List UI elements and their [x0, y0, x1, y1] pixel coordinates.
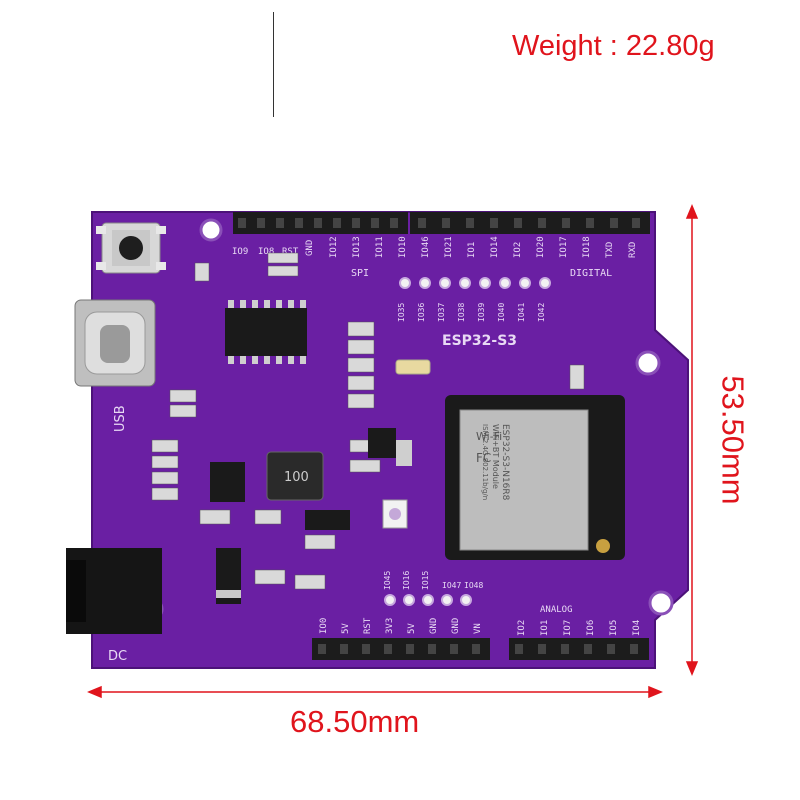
- bottom-pin-label: IO5: [609, 620, 619, 636]
- bottom-pin-label: IO4: [632, 620, 642, 636]
- top-pin-label: IO21: [444, 236, 454, 258]
- bottom-header-left: [312, 638, 490, 660]
- mid-pin-label: IO16: [402, 571, 411, 590]
- spi-pin-label: IO37: [437, 303, 446, 322]
- top-pin-label: GND: [305, 240, 315, 256]
- inductor: 100: [266, 451, 324, 501]
- width-dimension-label: 68.50mm: [290, 704, 420, 739]
- top-pin-label: IO46: [421, 236, 431, 258]
- esp32-module: Wi-Fi FC ESP32-S3-N16R8 WiFi+BT Module I…: [445, 395, 625, 560]
- module-text: WiFi+BT Module: [491, 424, 500, 489]
- dimension-arrows: [87, 204, 699, 699]
- spi-pin-label: IO40: [497, 303, 506, 322]
- top-pin-label: IO14: [490, 236, 500, 258]
- power-ic: [210, 462, 245, 502]
- top-pin-label: IO10: [398, 236, 408, 258]
- spi-pin-label: IO42: [537, 303, 546, 322]
- bottom-header-holes: [318, 644, 638, 654]
- spi-pin-label: IO39: [477, 303, 486, 322]
- mid-pin-label: IO45: [383, 571, 392, 590]
- mid-pin-label: IO15: [421, 571, 430, 590]
- module-text: ISM:2.4G 802.11b/g/n: [481, 424, 489, 500]
- digital-label: DIGITAL: [570, 268, 612, 279]
- dc-barrel-jack: [66, 548, 162, 634]
- top-header-right: [410, 212, 650, 234]
- mid-pin-label: IO47: [442, 581, 461, 590]
- top-header-holes: [238, 218, 640, 228]
- spi-pin-labels: IO35 IO36 IO37 IO38 IO39 IO40 IO41 IO42: [397, 303, 546, 322]
- top-pin-label: IO9: [232, 247, 248, 257]
- dc-label: DC: [108, 649, 127, 664]
- spi-pin-label: IO36: [417, 303, 426, 322]
- bottom-pin-label: IO7: [563, 620, 573, 636]
- voltage-regulator: [368, 428, 412, 466]
- weight-label: Weight : 22.80g: [512, 30, 715, 62]
- top-pin-label: IO20: [536, 236, 546, 258]
- bottom-pin-label: IO2: [517, 620, 527, 636]
- top-pin-labels: IO9 IO8 RST GND IO12 IO13 IO11 IO10 IO46…: [232, 236, 638, 258]
- usb-label: USB: [113, 405, 128, 432]
- top-pin-label: IO18: [582, 236, 592, 258]
- bottom-pin-label: 3V3: [385, 618, 395, 634]
- reset-button: [96, 222, 166, 274]
- top-pin-label: IO13: [352, 236, 362, 258]
- top-pin-label: RST: [282, 247, 299, 257]
- inductor-label: 100: [284, 470, 309, 485]
- bottom-pin-label: IO1: [540, 620, 550, 636]
- spi-pin-label: IO41: [517, 303, 526, 322]
- top-pin-label: IO8: [258, 247, 274, 257]
- module-fc: FC: [476, 451, 491, 465]
- analog-label: ANALOG: [540, 605, 573, 615]
- bottom-pin-label: GND: [451, 618, 461, 634]
- spi-pin-label: IO35: [397, 303, 406, 322]
- bottom-left-pin-labels: IO0 5V RST 3V3 5V GND GND VN: [319, 617, 483, 634]
- bottom-pin-label: IO0: [319, 618, 329, 634]
- top-pin-label: IO17: [559, 236, 569, 258]
- bottom-pin-label: RST: [363, 617, 373, 634]
- crystal: [395, 359, 431, 375]
- mid-pin-label: IO48: [464, 581, 483, 590]
- bottom-pin-label: 5V: [407, 623, 417, 634]
- bottom-pin-label: 5V: [341, 623, 351, 634]
- top-pin-label: TXD: [605, 242, 615, 258]
- spi-label: SPI: [351, 268, 369, 279]
- top-pin-label: IO12: [329, 236, 339, 258]
- bottom-pin-label: IO6: [586, 620, 596, 636]
- mid-pads: [384, 594, 472, 606]
- top-pin-label: RXD: [628, 242, 638, 258]
- module-text: ESP32-S3-N16R8: [500, 424, 510, 501]
- usb-uart-chip: [225, 300, 307, 364]
- rgb-led: [382, 499, 408, 529]
- spi-pads: [399, 277, 551, 289]
- bottom-pin-label: VN: [473, 623, 483, 634]
- usb-c-connector: [74, 299, 156, 387]
- top-pin-label: IO2: [513, 242, 523, 258]
- bottom-pin-label: GND: [429, 618, 439, 634]
- top-pin-label: IO11: [375, 236, 385, 258]
- passive-components: [151, 252, 585, 590]
- module-wifi: Wi-Fi: [476, 430, 502, 443]
- big-diode: [216, 548, 241, 604]
- mid-pin-labels: IO45 IO16 IO15 IO47 IO48: [383, 571, 483, 590]
- top-pin-label: IO1: [467, 242, 477, 258]
- board-name: ESP32-S3: [442, 333, 517, 349]
- spi-pin-label: IO38: [457, 303, 466, 322]
- bottom-header-right: [509, 638, 649, 660]
- diode: [305, 510, 350, 530]
- bottom-right-pin-labels: IO2 IO1 IO7 IO6 IO5 IO4: [517, 620, 642, 636]
- guide-line: [273, 12, 274, 117]
